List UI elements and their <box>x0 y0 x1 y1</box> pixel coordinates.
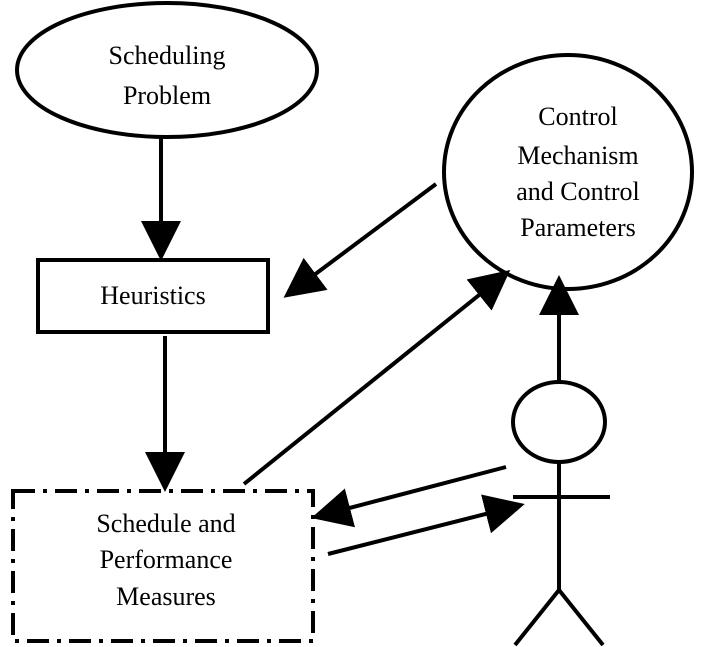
user-stick-figure-icon <box>511 380 610 647</box>
control-mechanism-ellipse <box>442 53 694 291</box>
arrow-control-to-heuristics <box>283 182 438 298</box>
control-mechanism-label-line4: Parameters <box>520 213 636 242</box>
scheduling-problem-label-line1: Scheduling <box>109 41 226 70</box>
user-head <box>511 380 607 464</box>
heuristics-node: Heuristics <box>36 258 270 334</box>
schedule-performance-label-line3: Measures <box>116 582 216 611</box>
heuristics-label: Heuristics <box>100 281 205 310</box>
schedule-performance-label-line2: Performance <box>100 545 233 574</box>
schedule-performance-box <box>11 489 315 643</box>
scheduling-problem-ellipse <box>15 1 319 139</box>
control-mechanism-node: Control Mechanism and Control Parameters <box>442 53 694 291</box>
control-mechanism-label-line2: Mechanism <box>517 141 638 170</box>
arrow-schedule-to-user <box>327 494 525 556</box>
scheduling-problem-label-line2: Problem <box>123 81 211 110</box>
scheduling-problem-node: Scheduling Problem <box>15 1 319 139</box>
control-mechanism-label-line3: and Control <box>516 177 640 206</box>
control-mechanism-label-line1: Control <box>538 102 617 131</box>
arrow-user-to-schedule <box>311 465 507 528</box>
schedule-performance-node: Schedule and Performance Measures <box>11 489 315 643</box>
arrow-schedule-to-control <box>242 269 511 486</box>
user-right-leg <box>557 588 605 647</box>
schedule-performance-label-line1: Schedule and <box>96 509 235 538</box>
user-left-leg <box>513 588 561 647</box>
